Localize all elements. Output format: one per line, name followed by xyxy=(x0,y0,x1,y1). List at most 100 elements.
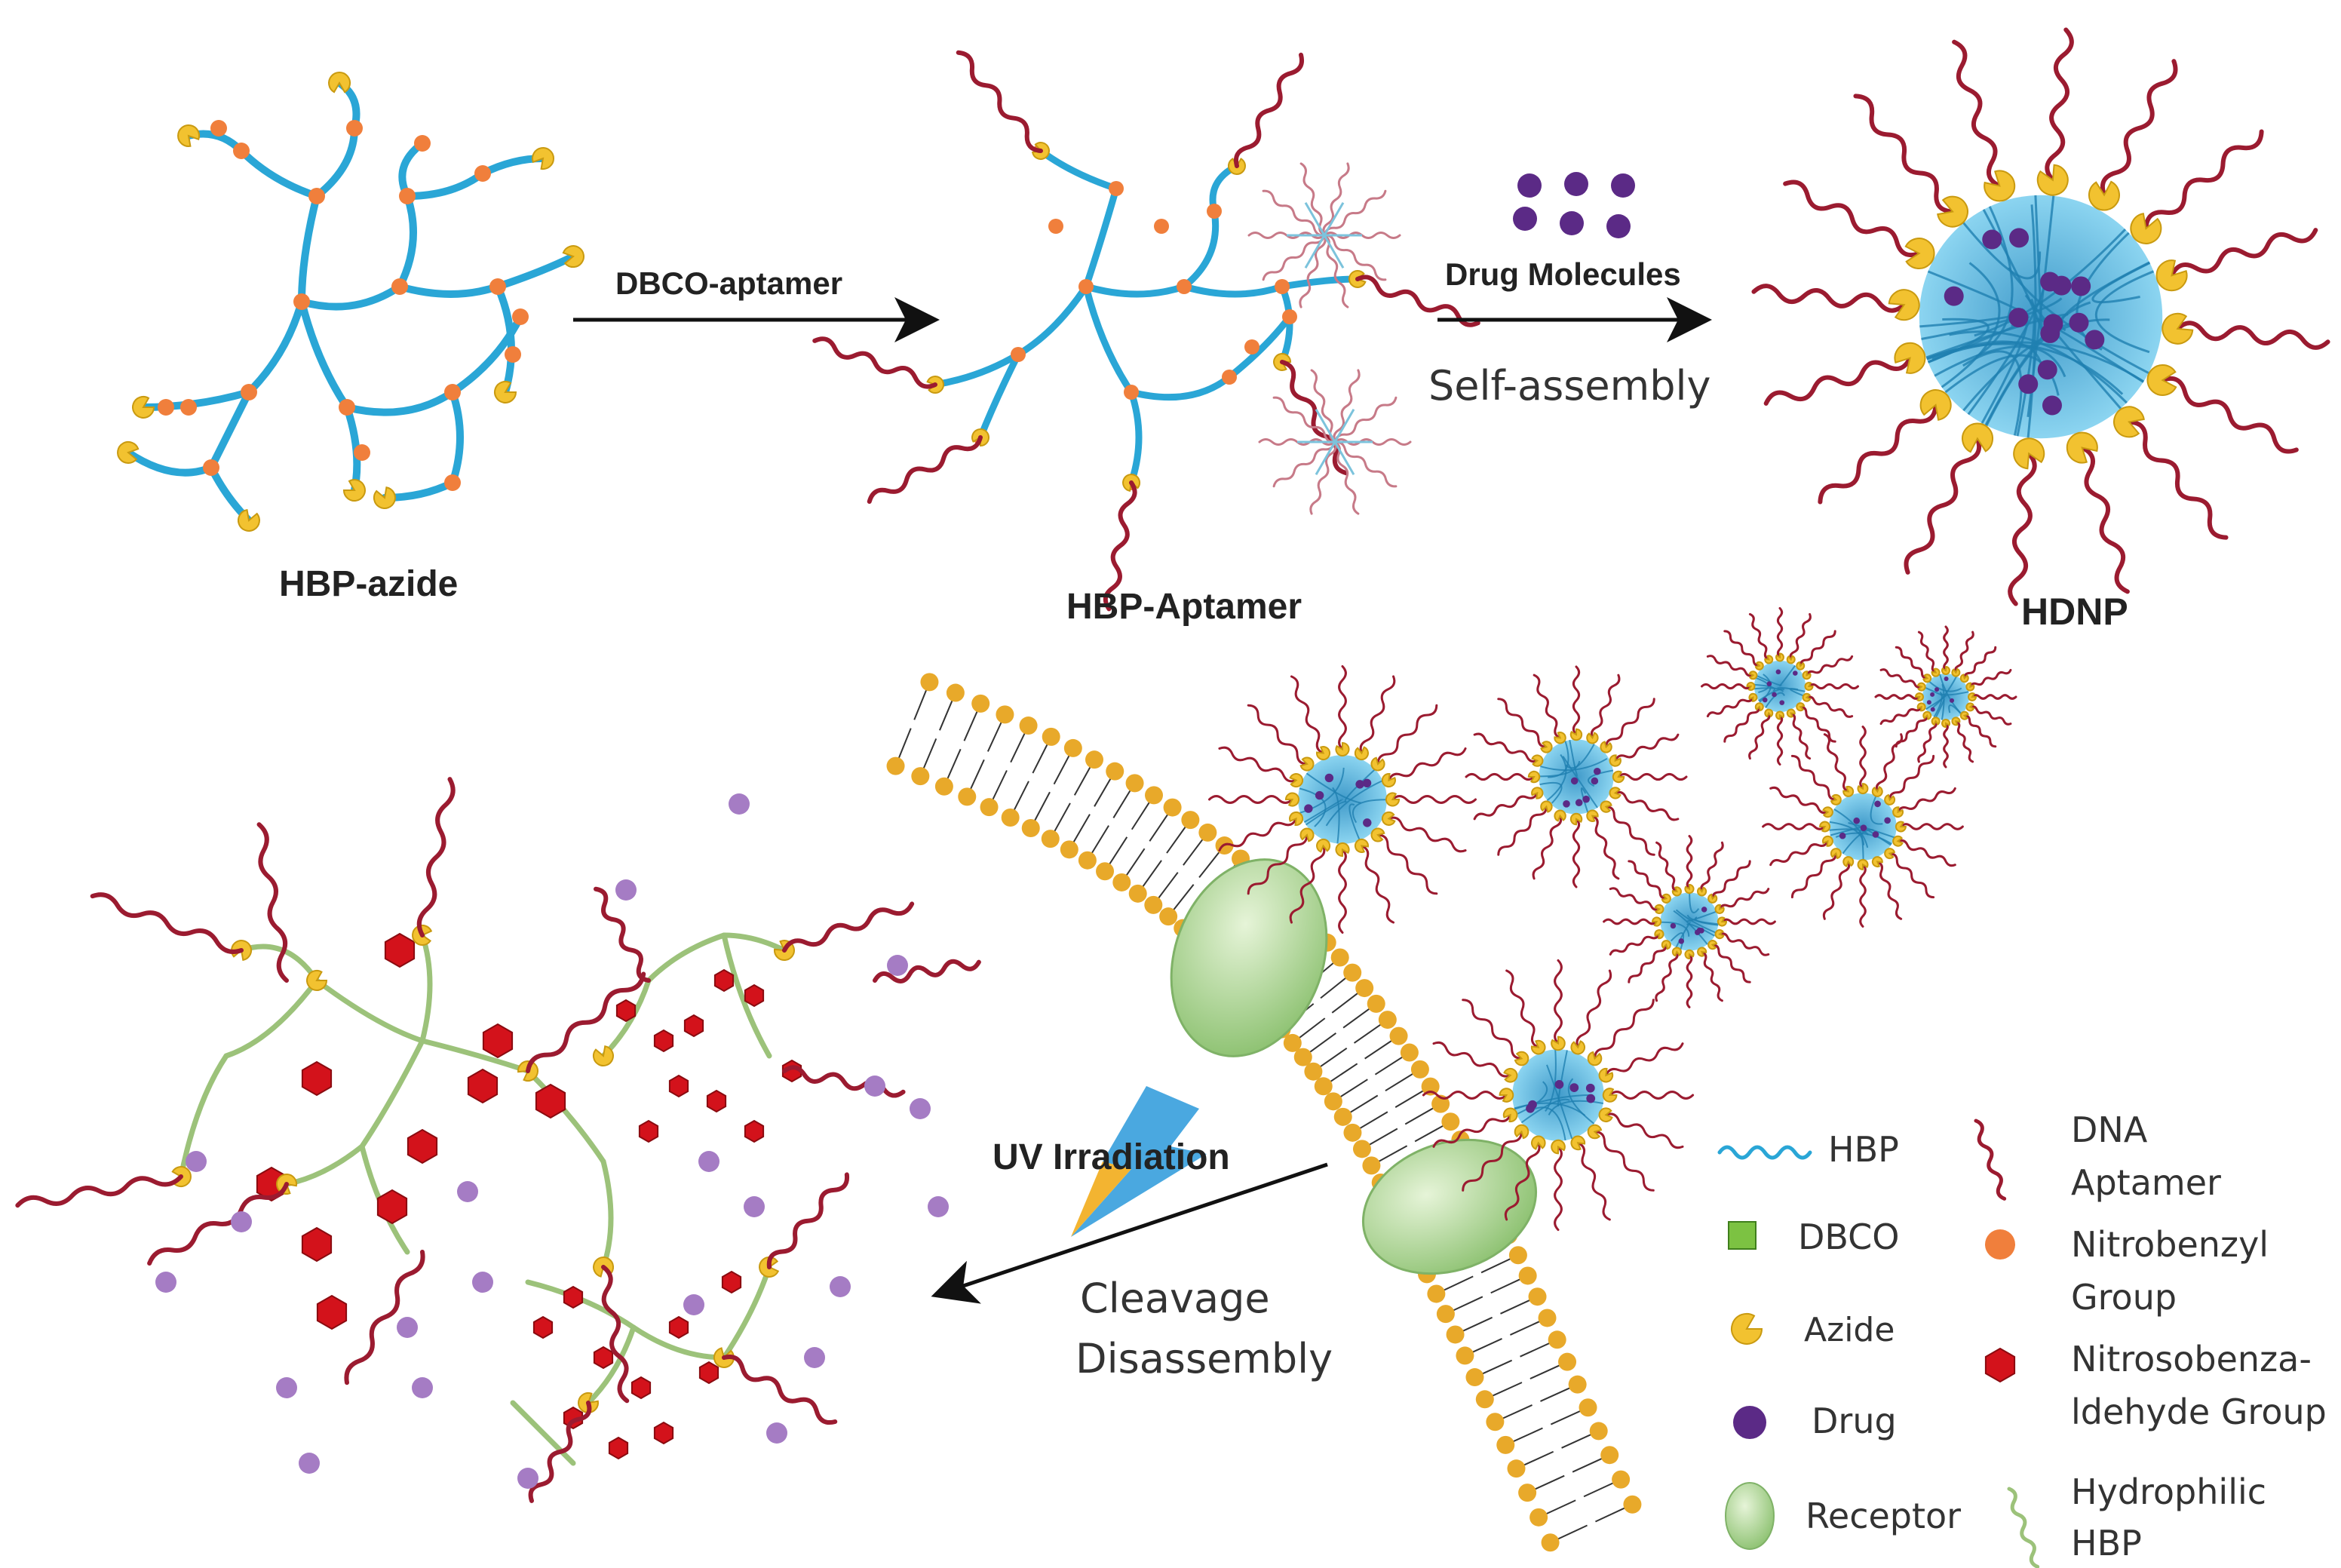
dna-aptamer-strand xyxy=(1462,1131,1523,1192)
hbp-core-strand xyxy=(1660,921,1690,937)
dna-aptamer-strand xyxy=(1338,848,1347,934)
nitrosobenzaldehyde-hexagon xyxy=(615,999,637,1023)
drug-molecule-dot xyxy=(1564,172,1588,196)
arrow-cleavage xyxy=(931,1162,1328,1304)
lipid-head xyxy=(1600,1446,1619,1465)
azide-marker xyxy=(2130,213,2162,244)
legend-dbco-label: DBCO xyxy=(1798,1217,1900,1257)
encapsulated-drug-dot xyxy=(1570,777,1579,785)
hbp-core-strand xyxy=(1539,781,1563,804)
azide-marker xyxy=(1937,195,1968,228)
encapsulated-drug-dot xyxy=(2069,312,2089,333)
encapsulated-drug-dot xyxy=(1586,1094,1596,1103)
faint-aptamer-strand xyxy=(1333,369,1361,443)
dna-aptamer-strand xyxy=(1769,839,1829,867)
hbp-core-strand xyxy=(1686,914,1719,925)
dna-aptamer-strand xyxy=(2079,445,2130,594)
dna-aptamer-strand xyxy=(1591,815,1620,880)
nitrobenzyl-dot xyxy=(158,399,174,416)
azide-marker xyxy=(1370,827,1385,842)
lipid-head xyxy=(1558,1352,1577,1371)
nitrobenzyl-dot xyxy=(512,308,529,325)
dna-aptamer-strand xyxy=(2045,27,2074,183)
nitrobenzyl-dot xyxy=(391,278,408,295)
azide-marker xyxy=(1959,674,1969,683)
lipid-head xyxy=(1538,1309,1557,1327)
dna-aptamer-strand xyxy=(1783,180,1922,258)
nitrobenzyl-dot xyxy=(354,444,370,461)
dna-aptamer-strand xyxy=(1859,863,1867,928)
azide-marker xyxy=(1871,786,1883,797)
dna-aptamer-strand xyxy=(1876,861,1903,920)
dna-aptamer-strand xyxy=(1360,844,1395,924)
azide-marker xyxy=(1714,904,1725,914)
azide-marker xyxy=(1569,728,1583,741)
dna-aptamer-strand xyxy=(1822,861,1851,920)
azide-marker xyxy=(1381,773,1396,788)
nitrobenzyl-dot xyxy=(489,278,506,295)
legend xyxy=(1717,1118,2040,1568)
encapsulated-drug-dot xyxy=(1563,800,1570,808)
hbp-core-strand xyxy=(1514,1094,1591,1110)
drug-molecule-dot xyxy=(1560,211,1584,235)
dna-aptamer-strand xyxy=(1963,646,1997,680)
legend-nitrobenzyl-label-1: Nitrobenzyl xyxy=(2071,1224,2269,1265)
lipid-head xyxy=(1145,786,1164,805)
azide-marker xyxy=(1707,940,1718,950)
dna-aptamer-strand xyxy=(1655,841,1678,893)
lipid-head xyxy=(1041,830,1060,848)
lipid-head xyxy=(1060,840,1078,859)
nitrosobenzaldehyde-hexagon xyxy=(535,1083,566,1119)
dna-aptamer-strand xyxy=(1614,790,1680,821)
faint-aptamer-strand xyxy=(1299,162,1326,237)
azide-marker xyxy=(1569,812,1583,826)
dna-aptamer-strand xyxy=(1603,918,1658,925)
lipid-head xyxy=(1400,1043,1419,1062)
released-drug-dot xyxy=(910,1098,931,1119)
hbp-core-strand xyxy=(1670,932,1685,950)
dna-aptamer-strand xyxy=(1103,480,1137,612)
hbp-core-strand xyxy=(1933,691,1943,718)
encapsulated-drug-dot xyxy=(1853,817,1861,824)
receptors xyxy=(1170,858,1538,1275)
lipid-head xyxy=(1436,1305,1455,1324)
encapsulated-drug-dot xyxy=(1884,817,1891,824)
dna-aptamer-strand xyxy=(766,1172,850,1269)
dna-aptamer-strand xyxy=(1963,714,1997,748)
azide-marker xyxy=(1587,1124,1603,1140)
dna-aptamer-strand xyxy=(1497,698,1548,748)
azide-marker xyxy=(177,124,201,147)
encapsulated-drug-dot xyxy=(1775,669,1781,675)
azide-marker xyxy=(1654,904,1664,914)
azide-marker xyxy=(1661,893,1671,904)
hydrophilic-hbp-branch xyxy=(721,1264,772,1361)
azide-marker xyxy=(1335,741,1350,756)
hbp-core-strand xyxy=(1548,1100,1603,1115)
nitrosobenzaldehyde-hexagon xyxy=(608,1436,629,1460)
nitrosobenzaldehyde-hexagon xyxy=(653,1421,674,1445)
lipid-head xyxy=(911,767,930,786)
faint-aptamer-strand xyxy=(1323,234,1387,281)
faint-hbp-branch xyxy=(1333,441,1355,476)
encapsulated-drug-dot xyxy=(1324,773,1334,783)
dna-aptamer-strand xyxy=(1763,355,1913,406)
hbp-core-strand xyxy=(1689,892,1700,913)
lipid-head xyxy=(1612,1470,1631,1489)
azide-marker xyxy=(2155,259,2188,292)
dna-aptamer-strand xyxy=(1604,1042,1684,1077)
dna-aptamer-strand xyxy=(1575,969,1612,1049)
legend-hbp-label: HBP xyxy=(1828,1129,1899,1170)
azide-marker xyxy=(1775,710,1784,720)
dna-aptamer-strand xyxy=(15,1174,183,1208)
label-hbp-azide: HBP-azide xyxy=(279,564,458,604)
hbp-core-strand xyxy=(2027,204,2037,438)
dna-aptamer-strand xyxy=(1879,668,1923,689)
azide-marker xyxy=(328,72,351,94)
hbp-core-strand xyxy=(1567,1078,1595,1125)
azide-marker xyxy=(2013,437,2045,470)
azide-marker xyxy=(1684,949,1695,959)
faint-aptamer-strand xyxy=(1309,440,1337,515)
lipid-head xyxy=(1446,1325,1465,1344)
dna-aptamer-strand xyxy=(1572,665,1581,736)
hbp-core-strand xyxy=(1765,692,1785,708)
